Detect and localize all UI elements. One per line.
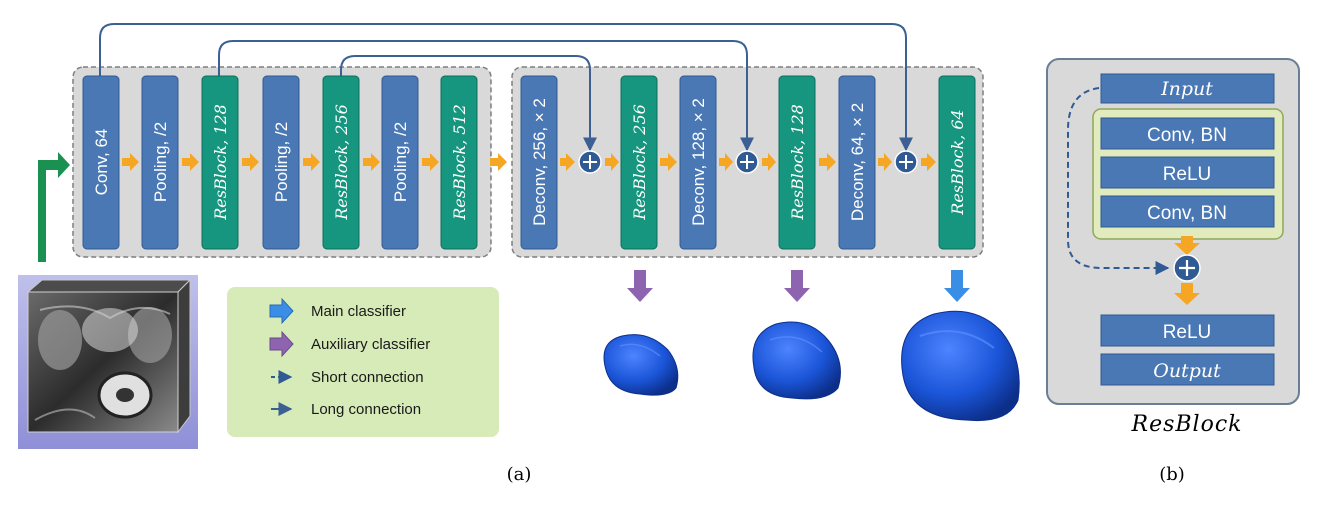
sum-node-icon [894,150,918,174]
flow-arrow-icon [363,153,380,171]
resblock-input-label: Input [1160,78,1213,100]
encoder-block-label: ResBlock, 512 [450,104,469,221]
resblock-sum-icon [1173,254,1201,282]
flow-arrow-icon [819,153,836,171]
sum-node-icon [735,150,759,174]
decoder-block-label: Deconv, 256, × 2 [530,98,549,226]
flow-arrow-icon [605,153,619,171]
decoder-block-2: Deconv, 128, × 2 [679,75,717,250]
legend-item-aux: Auxiliary classifier [269,330,430,358]
encoder-block-label: Conv, 64 [92,129,111,196]
main-classifier-arrow-icon [944,270,970,302]
encoder-block-label: ResBlock, 128 [211,104,230,221]
encoder-block-4: ResBlock, 256 [322,75,360,250]
flow-arrow-icon [719,153,733,171]
resblock-layer-1: ReLU [1100,156,1275,189]
encoder-block-label: Pooling, /2 [391,122,410,202]
decoder-block-0: Deconv, 256, × 2 [520,75,558,250]
decoder-block-3: ResBlock, 128 [778,75,816,250]
resblock-layer-label: ReLU [1163,164,1212,185]
flow-arrows [122,153,936,171]
aux-classifier-arrow-icon [627,270,653,302]
flow-arrow-icon [762,153,776,171]
short-connection [1067,87,1170,275]
flow-arrow-icon [878,153,892,171]
encoder-block-label: ResBlock, 256 [332,104,351,221]
resblock-relu: ReLU [1100,314,1275,347]
legend-label: Main classifier [311,303,406,320]
decoder-block-label: Deconv, 128, × 2 [689,98,708,226]
encoder-block-6: ResBlock, 512 [440,75,478,250]
flow-arrow-icon [242,153,259,171]
decoder-block-label: ResBlock, 256 [630,104,649,221]
flow-arrow-icon [560,153,575,171]
aux-classifier-arrow-icon [784,270,810,302]
resblock-relu-label: ReLU [1163,322,1212,343]
resblock-down-arrow-icon [1174,236,1200,255]
resblock-down-arrow-icon [1174,283,1200,305]
resblock-layer-label: Conv, BN [1147,125,1227,146]
prostate-mesh-small [603,334,679,396]
long-connection-1 [99,23,913,152]
encoder-block-label: Pooling, /2 [272,122,291,202]
decoder-block-5: ResBlock, 64 [938,75,976,250]
purple-arrow-icon [269,330,294,358]
flow-arrow-icon [490,153,507,171]
legend-item-long: Long connection [271,401,421,418]
encoder-block-2: ResBlock, 128 [201,75,239,250]
resblock-layer-label: Conv, BN [1147,203,1227,224]
long-connection-2 [218,40,754,152]
decoder-block-label: ResBlock, 64 [948,109,967,215]
flow-arrow-icon [660,153,677,171]
flow-arrow-icon [303,153,320,171]
decoder-block-label: ResBlock, 128 [788,104,807,221]
caption-a: (a) [507,464,532,485]
decoder-block-1: ResBlock, 256 [620,75,658,250]
flow-arrow-icon [182,153,199,171]
encoder-block-0: Conv, 64 [82,75,120,250]
resblock-input: Input [1100,73,1275,104]
encoder-block-1: Pooling, /2 [141,75,179,250]
resblock-output: Output [1100,353,1275,386]
decoder-block-label: Deconv, 64, × 2 [848,103,867,221]
resblock-output-label: Output [1153,360,1221,382]
flow-arrow-icon [422,153,439,171]
flow-arrow-icon [122,153,139,171]
encoder-block-3: Pooling, /2 [262,75,300,250]
decoder-block-4: Deconv, 64, × 2 [838,75,876,250]
resblock-title: ResBlock [1131,412,1243,437]
blue-arrow-icon [269,297,294,325]
resblock-layer-2: Conv, BN [1100,195,1275,228]
legend-label: Short connection [311,369,424,386]
input-arrow-icon [38,152,70,262]
caption-b: (b) [1159,464,1185,485]
encoder-block-label: Pooling, /2 [151,122,170,202]
legend-label: Auxiliary classifier [311,336,430,353]
legend-item-main: Main classifier [269,297,406,325]
prostate-mesh-large [901,310,1020,422]
legend-item-short: Short connection [271,369,424,386]
long-connection-3 [340,55,597,152]
encoder-block-5: Pooling, /2 [381,75,419,250]
resblock-layer-0: Conv, BN [1100,117,1275,150]
legend-box [227,287,499,437]
prostate-mesh-medium [752,321,841,400]
sum-node-icon [578,150,602,174]
mri-volume-image [18,275,198,449]
flow-arrow-icon [921,153,936,171]
legend-label: Long connection [311,401,421,418]
